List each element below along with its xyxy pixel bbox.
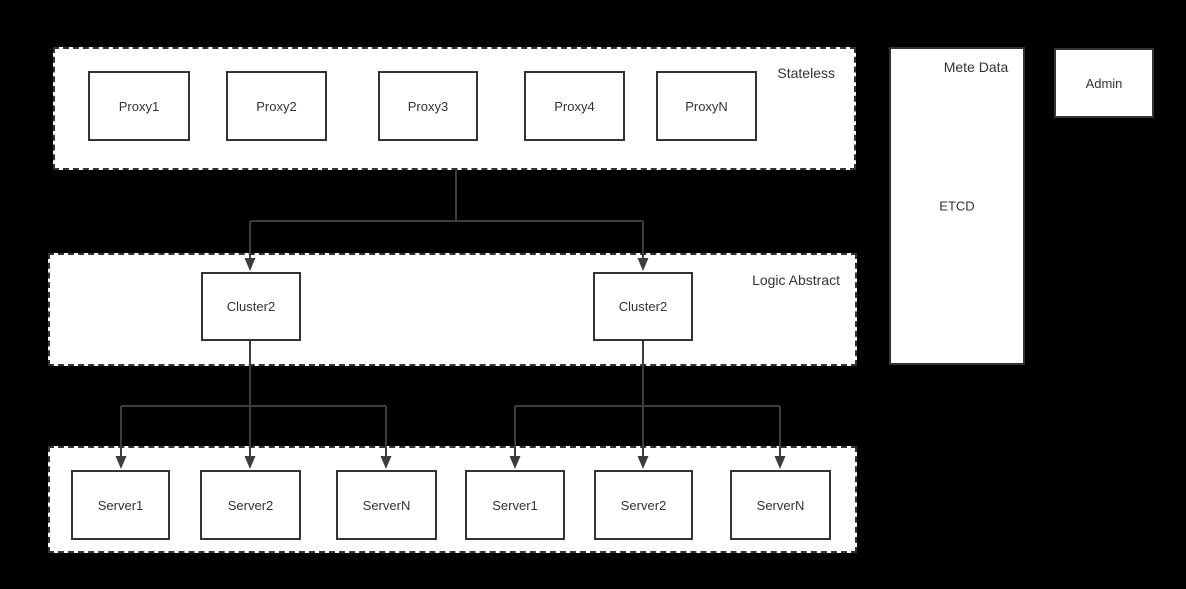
node-server-right-2: Server2 (594, 470, 693, 540)
node-server-left-n: ServerN (336, 470, 437, 540)
node-server-right-n: ServerN (730, 470, 831, 540)
node-proxyn: ProxyN (656, 71, 757, 141)
node-server-right-1: Server1 (465, 470, 565, 540)
node-server-left-2: Server2 (200, 470, 301, 540)
meta-data-box: Mete Data ETCD (889, 47, 1025, 365)
node-cluster-left: Cluster2 (201, 272, 301, 341)
node-server-left-1: Server1 (71, 470, 170, 540)
logic-abstract-label: Logic Abstract (752, 272, 840, 288)
etcd-label: ETCD (939, 198, 975, 214)
stateless-label: Stateless (777, 65, 835, 81)
meta-data-title: Mete Data (943, 59, 1009, 75)
node-proxy1: Proxy1 (88, 71, 190, 141)
node-cluster-right: Cluster2 (593, 272, 693, 341)
node-proxy3: Proxy3 (378, 71, 478, 141)
node-proxy4: Proxy4 (524, 71, 625, 141)
logic-abstract-container: Logic Abstract (48, 253, 857, 366)
edge-stateless-to-clusters (249, 170, 644, 259)
node-admin: Admin (1054, 48, 1154, 118)
servers-container (48, 446, 857, 553)
node-proxy2: Proxy2 (226, 71, 327, 141)
